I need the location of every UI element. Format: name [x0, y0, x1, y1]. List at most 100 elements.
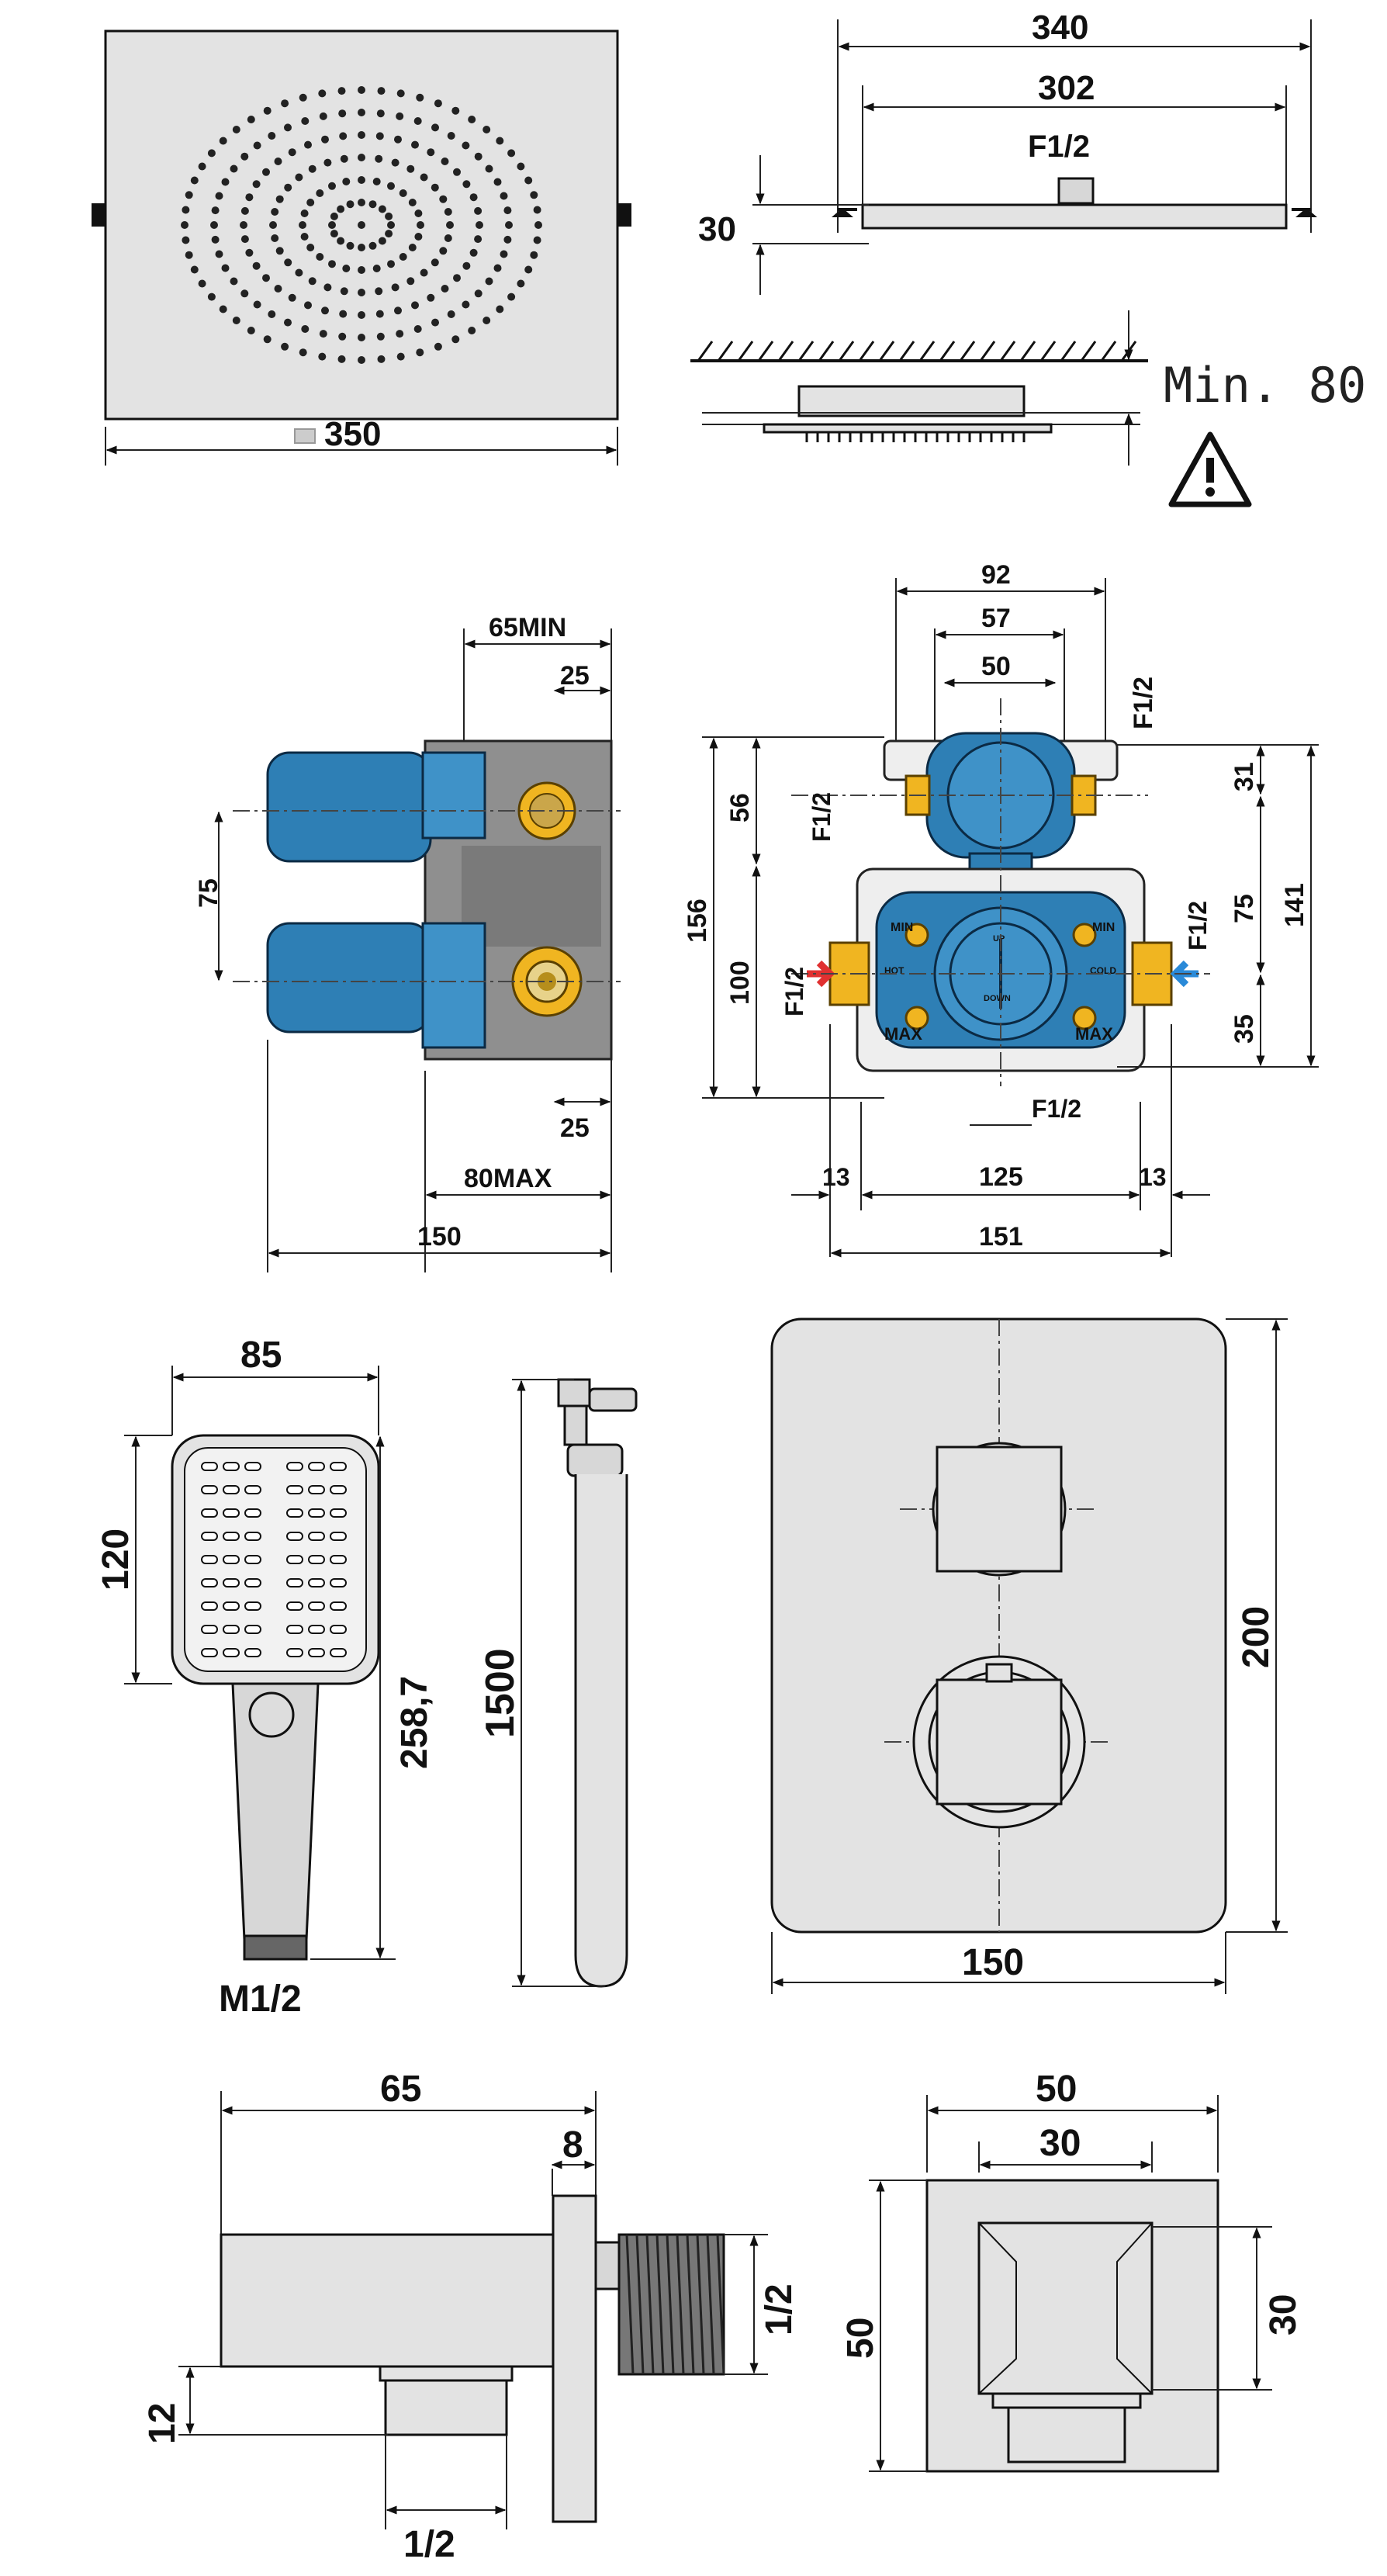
- hand-nozzle: [223, 1532, 240, 1541]
- rain-shower-side-view: 340 302 F1/2 30: [698, 9, 1317, 295]
- dimension-30: 30: [698, 210, 736, 248]
- hand-nozzle: [286, 1578, 303, 1587]
- hand-nozzle: [308, 1485, 325, 1494]
- hand-nozzle: [308, 1578, 325, 1587]
- dimension-151: 151: [979, 1222, 1023, 1252]
- wall-outlet-side-view: 65 8 1/2 12 1/2: [142, 2069, 800, 2565]
- nozzle-hole: [182, 206, 190, 214]
- nozzle-hole: [447, 132, 455, 140]
- nozzle-hole: [524, 265, 533, 274]
- nozzle-hole: [284, 183, 292, 192]
- nozzle-hole: [439, 195, 448, 203]
- nozzle-hole: [517, 162, 525, 171]
- nozzle-hole: [284, 258, 292, 267]
- nozzle-hole: [413, 325, 422, 333]
- dimension-8: 8: [562, 2124, 583, 2166]
- dimension-350: 350: [324, 415, 381, 453]
- nozzle-hole: [462, 141, 470, 150]
- dimension-50-outlet: 50: [1036, 2069, 1077, 2110]
- nozzle-hole: [339, 132, 348, 140]
- nozzle-hole: [198, 162, 206, 171]
- nozzle-hole: [485, 277, 493, 286]
- hand-nozzle: [201, 1578, 218, 1587]
- hose-body: [574, 1474, 628, 1988]
- nozzle-hole: [462, 261, 471, 270]
- thread-left-upper: F1/2: [808, 792, 835, 842]
- nozzle-hole: [468, 327, 476, 334]
- nozzle-hole: [431, 258, 439, 267]
- nozzle-hole: [447, 310, 455, 318]
- nozzle-hole: [530, 251, 538, 259]
- nozzle-hole: [337, 237, 345, 245]
- nozzle-hole: [245, 248, 254, 257]
- valve-front-view: 92 57 50 F1/2 MIN MIN MAX MAX HOT COLD U…: [683, 560, 1319, 1258]
- nozzle-hole: [215, 250, 223, 258]
- nozzle-hole: [376, 332, 385, 341]
- nozzle-hole: [210, 221, 218, 229]
- nozzle-hole: [221, 178, 230, 186]
- nozzle-pattern: [181, 86, 542, 364]
- nozzle-hole: [207, 149, 216, 158]
- label-min-left: MIN: [891, 921, 913, 934]
- label-down: DOWN: [984, 994, 1011, 1003]
- nozzle-hole: [230, 164, 238, 173]
- outlet-front-connector: [1007, 2406, 1126, 2463]
- hand-shower-view: 85 120 258,7 M1/2: [95, 1335, 435, 2020]
- nozzle-hole: [396, 89, 405, 98]
- nozzle-hole: [306, 244, 315, 251]
- hand-nozzle: [286, 1485, 303, 1494]
- nozzle-hole: [190, 176, 199, 185]
- nozzle-hole: [416, 348, 424, 357]
- outlet-connector: [384, 2379, 508, 2436]
- nozzle-hole: [268, 132, 276, 140]
- nozzle-hole: [323, 158, 332, 167]
- hand-nozzle: [244, 1648, 261, 1657]
- nozzle-hole: [358, 356, 365, 364]
- hand-nozzle: [308, 1508, 325, 1518]
- nozzle-hole: [439, 247, 448, 255]
- nozzle-hole: [493, 264, 502, 272]
- nozzle-hole: [247, 327, 255, 334]
- nozzle-hole: [417, 221, 424, 229]
- hand-nozzle: [308, 1601, 325, 1611]
- hand-nozzle: [223, 1625, 240, 1634]
- nozzle-hole: [269, 221, 277, 229]
- hand-nozzle: [223, 1555, 240, 1564]
- nozzle-hole: [368, 200, 377, 209]
- hand-nozzle: [201, 1601, 218, 1611]
- dimension-30-outlet: 30: [1039, 2123, 1081, 2164]
- nozzle-hole: [446, 221, 454, 229]
- nozzle-hole: [441, 158, 449, 165]
- nozzle-hole: [340, 287, 348, 296]
- nozzle-hole: [453, 274, 461, 282]
- nozzle-hole: [533, 206, 541, 214]
- nozzle-hole: [247, 116, 255, 123]
- nozzle-hole: [414, 209, 423, 217]
- nozzle-hole: [323, 283, 332, 292]
- nozzle-hole: [245, 193, 254, 202]
- dimension-13-left: 13: [822, 1163, 850, 1191]
- valve-cap-lower: [266, 922, 432, 1034]
- hand-nozzle: [330, 1555, 347, 1564]
- nozzle-hole: [346, 200, 355, 209]
- nozzle-hole: [284, 318, 292, 327]
- hand-nozzle: [308, 1462, 325, 1471]
- thread-left-lower: F1/2: [780, 967, 808, 1016]
- nozzle-hole: [414, 233, 423, 241]
- nozzle-hole: [263, 106, 272, 115]
- hand-nozzle: [201, 1625, 218, 1634]
- nozzle-hole: [358, 131, 365, 139]
- hand-nozzle: [201, 1555, 218, 1564]
- nozzle-hole: [476, 221, 483, 229]
- nozzle-hole: [316, 189, 324, 197]
- hand-nozzle: [223, 1648, 240, 1657]
- nozzle-hole: [385, 230, 393, 238]
- nozzle-hole: [308, 164, 316, 173]
- nozzle-hole: [391, 158, 399, 167]
- outlet-body: [220, 2233, 555, 2368]
- nozzle-hole: [396, 112, 404, 120]
- nozzle-hole: [240, 152, 249, 161]
- nozzle-hole: [434, 342, 442, 351]
- dimension-100: 100: [725, 961, 755, 1005]
- nozzle-hole: [318, 89, 327, 98]
